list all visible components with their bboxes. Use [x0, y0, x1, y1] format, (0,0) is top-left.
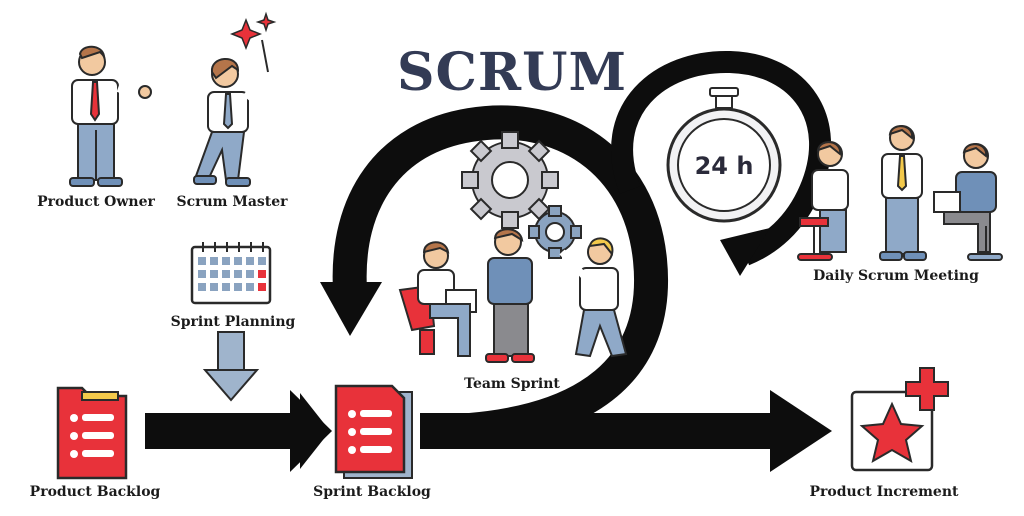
calendar-icon	[190, 242, 272, 305]
product-backlog-icon	[56, 386, 128, 480]
arrow-sprint-to-increment	[420, 390, 832, 472]
timer-label: 24 h	[694, 152, 754, 180]
daily-cycle-arrow	[611, 50, 831, 276]
stopwatch-icon	[666, 87, 782, 223]
sprint-cycle-arrow	[320, 105, 668, 449]
sparkle-icon	[229, 11, 277, 51]
sprint-planning-label: Sprint Planning	[170, 314, 296, 330]
arrow-backlog-to-sprint	[145, 390, 332, 472]
product-owner-figure	[69, 45, 152, 187]
planning-down-arrow	[202, 331, 260, 402]
sprint-backlog-label: Sprint Backlog	[313, 484, 431, 500]
scrum-master-figure	[193, 39, 272, 187]
team-member-standing	[485, 228, 535, 363]
daily-scrum-meeting-label: Daily Scrum Meeting	[813, 268, 979, 284]
team-sprint-label: Team Sprint	[464, 376, 560, 392]
product-increment-icon	[850, 367, 949, 472]
daily-member-left	[797, 141, 849, 261]
gear-large-icon	[461, 131, 559, 229]
sprint-backlog-icon	[334, 384, 413, 479]
product-owner-label: Product Owner	[37, 194, 155, 210]
team-member-seated	[398, 241, 477, 357]
team-member-pointing	[559, 237, 628, 358]
scrum-master-label: Scrum Master	[176, 194, 288, 210]
page-title: SCRUM	[396, 42, 628, 103]
daily-member-right	[933, 143, 1003, 261]
product-backlog-label: Product Backlog	[29, 484, 161, 500]
daily-member-center	[879, 125, 927, 261]
gear-small-icon	[528, 205, 582, 259]
product-increment-label: Product Increment	[809, 484, 959, 500]
